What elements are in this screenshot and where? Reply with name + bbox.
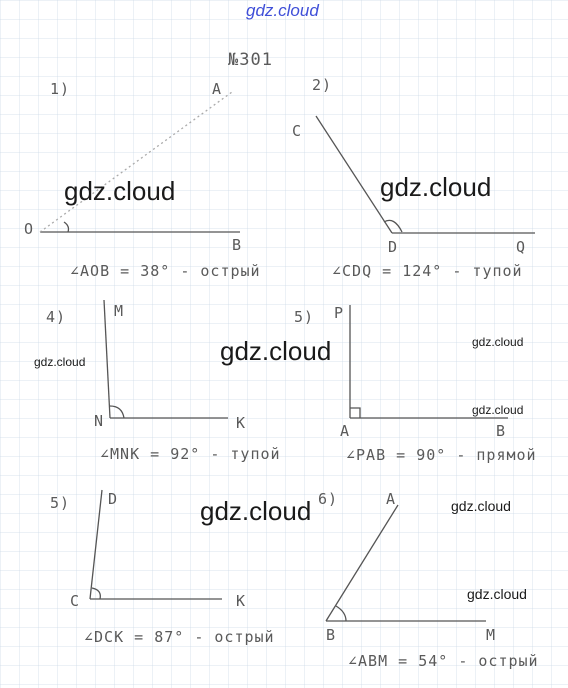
watermark-large-3: gdz.cloud	[220, 336, 332, 366]
label-k-2: K	[236, 592, 247, 610]
angle-aob	[39, 91, 240, 233]
label-d: D	[388, 238, 399, 256]
ray-nm	[103, 299, 111, 419]
answer-6: ∠ABM = 54° - острый	[348, 652, 539, 670]
label-o: O	[24, 220, 35, 238]
label-b-3: B	[326, 626, 337, 644]
label-n: N	[94, 412, 105, 430]
watermark-large-4: gdz.cloud	[200, 496, 312, 526]
watermark-large-2: gdz.cloud	[380, 172, 492, 202]
angle-dck	[89, 489, 222, 600]
answer-4: ∠MNK = 92° - тупой	[100, 445, 281, 463]
watermark-small-4: gdz.cloud	[451, 498, 511, 514]
label-a-2: A	[340, 422, 351, 440]
ray-cd	[89, 489, 103, 600]
arc-cdq	[383, 219, 403, 233]
label-b-2: B	[496, 422, 507, 440]
label-q: Q	[516, 238, 527, 256]
angle-cdq	[315, 115, 535, 234]
arc-aob	[63, 221, 70, 233]
watermark-large-1: gdz.cloud	[64, 176, 176, 206]
arc-mnk	[109, 405, 125, 419]
problem-5-number: 5)	[294, 308, 315, 326]
angle-abm	[325, 504, 486, 622]
problem-2-number: 2)	[312, 76, 333, 94]
problem-4-number: 4)	[46, 308, 67, 326]
label-d-2: D	[108, 490, 119, 508]
answer-2: ∠CDQ = 124° - тупой	[332, 262, 523, 280]
watermark-small-1: gdz.cloud	[34, 355, 86, 369]
label-b: B	[232, 236, 243, 254]
answer-1: ∠AOB = 38° - острый	[70, 262, 261, 280]
label-a-3: A	[386, 490, 397, 508]
angle-pab	[349, 305, 508, 419]
ray-oa	[39, 91, 233, 233]
angle-mnk	[103, 299, 228, 419]
problem-5b-number: 5)	[50, 494, 71, 512]
answer-5b: ∠DCK = 87° - острый	[84, 628, 275, 646]
arc-abm	[335, 605, 347, 622]
problem-1-number: 1)	[50, 80, 71, 98]
label-m: M	[114, 302, 125, 320]
problem-6-number: 6)	[318, 490, 339, 508]
task-number: №301	[228, 50, 273, 70]
answer-5: ∠PAB = 90° - прямой	[346, 446, 537, 464]
arc-dck	[91, 587, 101, 600]
label-m-2: M	[486, 626, 497, 644]
label-k: K	[236, 414, 247, 432]
ray-dc	[315, 115, 393, 234]
ray-ba	[325, 504, 399, 622]
watermark-small-5: gdz.cloud	[467, 586, 527, 602]
label-p: P	[334, 304, 345, 322]
watermark-top: gdz.cloud	[246, 1, 319, 20]
watermark-small-3: gdz.cloud	[472, 403, 524, 417]
label-a: A	[212, 80, 223, 98]
label-c-2: C	[70, 592, 81, 610]
right-angle-mark	[350, 407, 361, 418]
label-c: C	[292, 122, 303, 140]
watermark-small-2: gdz.cloud	[472, 335, 524, 349]
